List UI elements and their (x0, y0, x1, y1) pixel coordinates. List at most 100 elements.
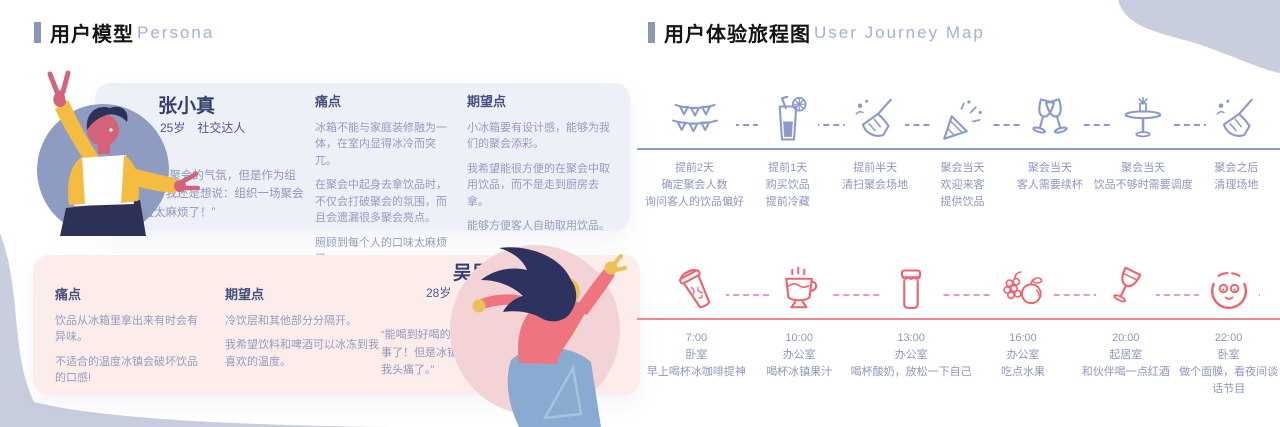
stage-time: 提前2天 (674, 162, 715, 174)
expectations-column: 期望点 小冰箱要有设计感，能够为我们的聚会添彩。 我希望能很方便的在聚会中取用饮… (467, 92, 617, 243)
stage-time: 7:00 (685, 332, 708, 344)
stage-labels: 聚会当天 饮品不够时需要调度 (1094, 160, 1193, 194)
journey-stage: 聚会当天 客人需要续杯 (1006, 78, 1093, 211)
expectation: 小冰箱要有设计感，能够为我们的聚会添彩。 (467, 121, 610, 151)
stage-time: 22:00 (1214, 332, 1243, 344)
journey-stage: 提前2天 确定聚会人数 询问客人的饮品偏好 (645, 78, 744, 211)
stage-action: 提前冷藏 (765, 196, 810, 209)
stage-time: 提前半天 (853, 162, 898, 174)
coffee-cup-icon (672, 266, 720, 314)
fruit-icon (999, 266, 1047, 314)
wine-glass-icon (1102, 266, 1150, 314)
journey-row-party: 提前2天 确定聚会人数 询问客人的饮品偏好 提前1天 购买饮品 提前冷藏 提前半… (637, 78, 1280, 228)
cheers-glasses-icon (1026, 96, 1074, 144)
stage-place: 办公室 (894, 349, 928, 362)
pain-points-column: 痛点 饮品从冰箱里拿出来有时会有异味。 不适合的温度冰镇会破坏饮品的口感! (55, 285, 205, 395)
stage-labels: 16:00 办公室 吃点水果 (1001, 330, 1045, 381)
stage-action: 清理场地 (1214, 179, 1259, 192)
stage-labels: 20:00 起居室 和伙伴喝一点红酒 (1082, 330, 1170, 381)
stage-action: 喝杯酸奶，放松一下自己 (850, 366, 972, 379)
bunting-icon (660, 94, 730, 144)
juice-mug-icon (775, 266, 823, 314)
pain-points-heading: 痛点 (315, 94, 342, 109)
face-mask-icon (1205, 266, 1253, 314)
expectation: 冷饮层和其他部分分隔开。 (225, 314, 357, 327)
stage-action: 做个面膜，看夜间谈话节目 (1179, 366, 1279, 396)
stage-action: 客人需要续杯 (1016, 179, 1083, 192)
persona-meta: 25岁 社交达人 (160, 121, 246, 135)
journey-dashed-line (673, 294, 1260, 296)
stage-labels: 聚会之后 清理场地 (1214, 160, 1258, 194)
stage-action: 喝杯冰镇果汁 (766, 366, 833, 379)
stage-place: 起居室 (1109, 349, 1143, 362)
pain-points-column: 痛点 冰箱不能与家庭装修融为一体，在室内显得冰冷而突兀。 在聚会中起身去拿饮品时… (315, 92, 456, 276)
stage-time: 聚会当天 (1121, 162, 1166, 174)
expectations-heading: 期望点 (467, 94, 507, 109)
expectations-column: 期望点 冷饮层和其他部分分隔开。 我希望饮料和啤酒可以冰冻到我喜欢的温度。 (225, 285, 383, 378)
journey-stage: 7:00 卧室 早上喝杯冰咖啡提神 (645, 248, 748, 398)
journey-stage: 聚会当天 饮品不够时需要调度 (1094, 78, 1193, 211)
persona-illustration-woman (450, 245, 627, 427)
stage-action: 饮品不够时需要调度 (1093, 179, 1193, 192)
stage-time: 13:00 (897, 332, 925, 344)
stage-action: 和伙伴喝一点红酒 (1081, 366, 1170, 379)
yogurt-jar-icon (887, 266, 935, 314)
expectation: 能够方便客人自助取用饮品。 (467, 220, 610, 232)
stage-action: 吃点水果 (1000, 366, 1045, 379)
pain-points-heading: 痛点 (55, 287, 82, 302)
pain-point: 在聚会中起身去拿饮品时，不仅会打破聚会的氛围，而且会遗漏很多聚会亮点。 (315, 179, 447, 224)
stage-time: 聚会之后 (1214, 162, 1259, 174)
journey-timeline (637, 318, 1280, 320)
journey-stage: 提前1天 购买饮品 提前冷藏 (744, 78, 831, 211)
stage-place: 办公室 (782, 349, 816, 362)
journey-stage: 16:00 办公室 吃点水果 (972, 248, 1075, 398)
stage-action: 确定聚会人数 (661, 179, 728, 192)
journey-stage: 10:00 办公室 喝杯冰镇果汁 (748, 248, 851, 398)
journey-stage: 聚会当天 欢迎来客 提供饮品 (919, 78, 1006, 211)
broom-icon (851, 96, 899, 144)
top-right-blob (1118, 0, 1280, 73)
expectations-heading: 期望点 (225, 287, 265, 302)
stage-action: 购买饮品 (765, 179, 810, 192)
journey-title-en: User Journey Map (814, 22, 985, 42)
journey-row-daily: 7:00 卧室 早上喝杯冰咖啡提神 10:00 办公室 喝杯冰镇果汁 13:00… (637, 248, 1280, 398)
stage-labels: 聚会当天 客人需要续杯 (1017, 160, 1083, 194)
stage-time: 聚会当天 (1027, 162, 1072, 174)
stage-time: 聚会当天 (940, 162, 985, 174)
persona-name: 张小真 (158, 96, 216, 117)
bottom-left-blob (0, 233, 548, 427)
journey-title-zh: 用户体验旅程图 (664, 24, 811, 46)
stage-place: 卧室 (1217, 349, 1240, 362)
expectation: 我希望能很方便的在聚会中取用饮品，而不是走到厨房去拿。 (467, 162, 610, 208)
stage-time: 16:00 (1009, 332, 1037, 344)
journey-section-title: 用户体验旅程图 User Journey Map (648, 18, 985, 47)
stage-action: 提供饮品 (940, 196, 985, 209)
stage-action: 清扫聚会场地 (842, 179, 909, 192)
stage-labels: 10:00 办公室 喝杯冰镇果汁 (766, 330, 832, 381)
stage-labels: 提前半天 清扫聚会场地 (842, 160, 908, 194)
persona-section-title: 用户模型 Persona (34, 18, 214, 47)
stage-place: 办公室 (1006, 349, 1040, 362)
pain-point: 饮品从冰箱里拿出来有时会有异味。 (55, 314, 198, 344)
stage-action: 欢迎来客 (940, 179, 985, 192)
stage-action: 询问客人的饮品偏好 (645, 196, 744, 209)
persona-card-zhangxiaozhen: 张小真 25岁 社交达人 “我享受聚会的气氛，但是作为组织者，我还是想说：组织一… (95, 83, 630, 265)
persona-title-en: Persona (137, 22, 215, 42)
journey-stage: 提前半天 清扫聚会场地 (831, 78, 918, 211)
stage-time: 10:00 (785, 332, 813, 344)
stage-labels: 提前2天 确定聚会人数 询问客人的饮品偏好 (645, 160, 744, 211)
stage-place: 卧室 (685, 349, 708, 362)
title-accent-bar (34, 22, 41, 43)
expectation: 我希望饮料和啤酒可以冰冻到我喜欢的温度。 (225, 339, 379, 368)
persona-title-zh: 用户模型 (50, 24, 134, 46)
stage-labels: 聚会当天 欢迎来客 提供饮品 (941, 160, 985, 211)
journey-stage: 20:00 起居室 和伙伴喝一点红酒 (1074, 248, 1177, 398)
journey-stage: 聚会之后 清理场地 (1193, 78, 1280, 211)
persona-illustration-man (37, 70, 201, 236)
stage-labels: 提前1天 购买饮品 提前冷藏 (766, 160, 810, 211)
iced-drink-icon (764, 96, 812, 144)
stage-time: 20:00 (1112, 332, 1140, 344)
journey-timeline (637, 148, 1280, 150)
